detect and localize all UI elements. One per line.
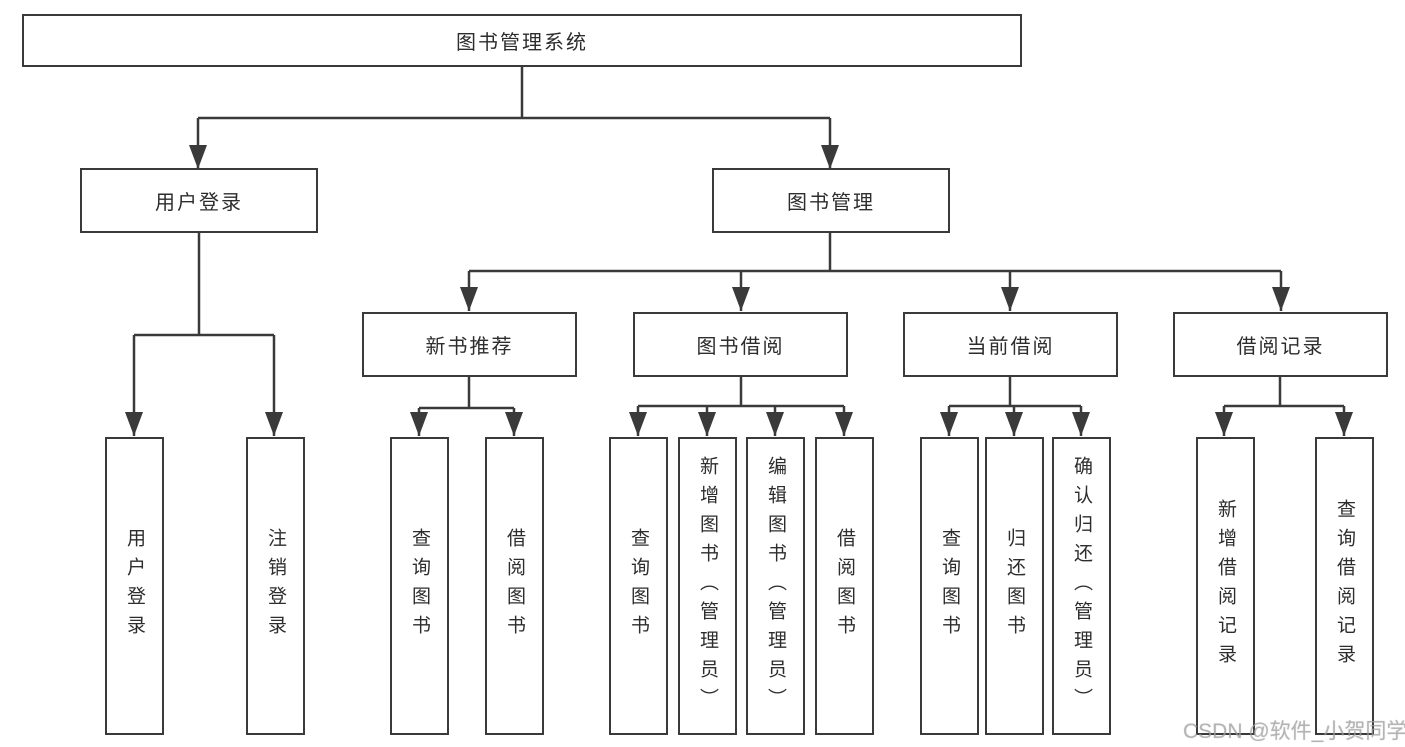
node-label: 新增借阅记录	[1215, 499, 1236, 673]
node-label: 查询借阅记录	[1334, 499, 1355, 673]
node-label: 查询图书	[409, 528, 430, 644]
leaf-logout: 注销登录	[246, 437, 305, 735]
connector-root-to-level2	[196, 67, 832, 168]
connector-bookmgmt-to-level3	[467, 233, 1283, 311]
leaf-confirm-return-admin: 确认归还（管理员）	[1052, 437, 1111, 735]
node-label: 用户登录	[155, 192, 243, 214]
node-label: 注销登录	[265, 528, 286, 644]
arrow-down-icon	[835, 412, 853, 436]
arrowheads	[125, 145, 1353, 436]
leaf-query-books-recommend: 查询图书	[390, 437, 449, 735]
node-label: 查询图书	[628, 528, 649, 644]
connector-newbooks-to-leaves	[417, 377, 516, 436]
node-label: 新书推荐	[425, 336, 514, 358]
leaf-user-login: 用户登录	[105, 437, 164, 735]
leaf-add-borrow-record: 新增借阅记录	[1196, 437, 1255, 735]
node-label: 图书管理	[787, 192, 875, 214]
node-label: 新增图书（管理员）	[697, 455, 718, 717]
csdn-watermark: CSDN @软件_小贺同学	[1183, 720, 1405, 743]
arrow-down-icon	[1001, 287, 1019, 311]
leaf-query-books-borrow: 查询图书	[609, 437, 668, 735]
arrow-down-icon	[940, 412, 958, 436]
node-book-management-branch: 图书管理	[712, 168, 950, 233]
node-label: 当前借阅	[966, 336, 1055, 358]
arrow-down-icon	[629, 412, 647, 436]
node-label: 确认归还（管理员）	[1071, 455, 1092, 717]
node-label: 借阅记录	[1236, 336, 1325, 358]
node-label: 用户登录	[124, 528, 145, 644]
node-book-borrowing: 图书借阅	[633, 312, 848, 377]
arrow-down-icon	[125, 412, 143, 436]
arrow-down-icon	[505, 412, 523, 436]
leaf-borrow-books-recommend: 借阅图书	[485, 437, 544, 735]
arrow-down-icon	[1335, 412, 1353, 436]
connector-records-to-leaves	[1222, 377, 1346, 436]
arrow-down-icon	[1272, 287, 1290, 311]
node-new-book-recommend: 新书推荐	[362, 312, 577, 377]
leaf-borrow-books: 借阅图书	[815, 437, 874, 735]
node-current-borrowing: 当前借阅	[903, 312, 1118, 377]
arrow-down-icon	[732, 287, 750, 311]
node-borrowing-records: 借阅记录	[1173, 312, 1388, 377]
leaf-edit-books-admin: 编辑图书（管理员）	[746, 437, 805, 735]
node-user-login-branch: 用户登录	[80, 168, 318, 233]
node-root-library-system: 图书管理系统	[22, 14, 1022, 67]
arrow-down-icon	[1005, 412, 1023, 436]
arrow-down-icon	[821, 145, 839, 169]
node-label: 图书借阅	[696, 336, 785, 358]
arrow-down-icon	[698, 412, 716, 436]
arrow-down-icon	[265, 412, 283, 436]
node-label: 编辑图书（管理员）	[765, 455, 786, 717]
leaf-add-books-admin: 新增图书（管理员）	[678, 437, 737, 735]
node-label: 归还图书	[1004, 528, 1025, 644]
arrow-down-icon	[410, 412, 428, 436]
node-label: 图书管理系统	[456, 32, 588, 54]
connector-borrow-to-leaves	[636, 377, 846, 436]
arrow-down-icon	[1215, 412, 1233, 436]
arrow-down-icon	[189, 145, 207, 169]
node-label: 借阅图书	[504, 528, 525, 644]
connector-userlogin-to-leaves	[132, 233, 276, 436]
node-label: 借阅图书	[834, 528, 855, 644]
leaf-return-books: 归还图书	[985, 437, 1044, 735]
arrow-down-icon	[1072, 412, 1090, 436]
leaf-query-borrow-record: 查询借阅记录	[1315, 437, 1374, 735]
leaf-query-books-current: 查询图书	[920, 437, 979, 735]
arrow-down-icon	[460, 287, 478, 311]
node-label: 查询图书	[939, 528, 960, 644]
arrow-down-icon	[766, 412, 784, 436]
